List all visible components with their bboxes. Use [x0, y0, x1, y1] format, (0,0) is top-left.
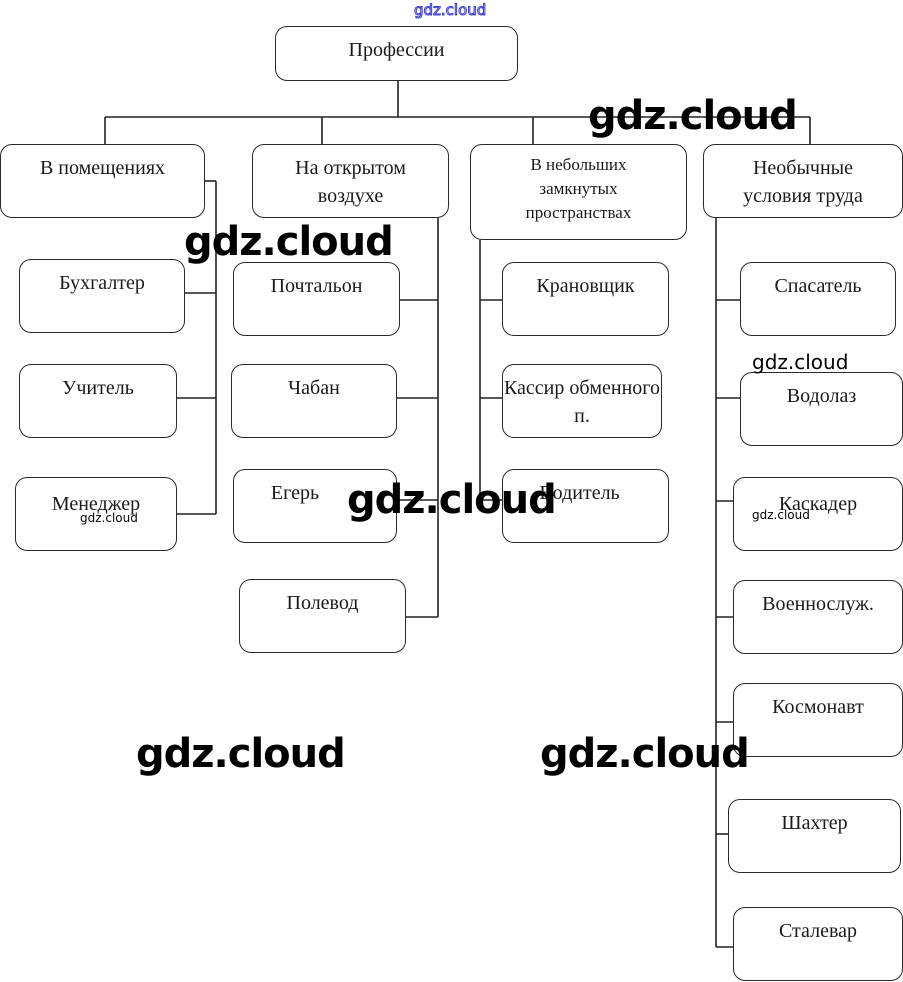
profession-node: Военнослуж.	[733, 580, 903, 654]
profession-node: Сталевар	[733, 907, 903, 981]
profession-node: Шахтер	[728, 799, 901, 873]
profession-node: Кассир обменного п.	[502, 364, 662, 438]
profession-node: Егерь	[233, 469, 397, 543]
category-outdoors: На открытом воздухе	[252, 144, 449, 218]
category-indoors: В помещениях	[0, 144, 205, 218]
profession-node: Каскадер	[733, 477, 903, 551]
profession-node: Бухгалтер	[19, 259, 185, 333]
category-unusual-conditions: Необычные условия труда	[703, 144, 903, 218]
root-node: Профессии	[275, 26, 518, 81]
profession-node: Полевод	[239, 579, 406, 653]
profession-node: Чабан	[231, 364, 397, 438]
profession-node: Спасатель	[740, 262, 896, 336]
profession-node: Космонавт	[733, 683, 903, 757]
category-confined-spaces: В небольших замкнутых пространствах	[470, 144, 687, 240]
profession-node: Водолаз	[740, 372, 903, 446]
profession-node: Водитель	[502, 469, 669, 543]
profession-node: Почтальон	[233, 262, 400, 336]
profession-node: Учитель	[19, 364, 177, 438]
profession-node: Крановщик	[502, 262, 669, 336]
profession-node: Менеджер	[15, 477, 177, 551]
